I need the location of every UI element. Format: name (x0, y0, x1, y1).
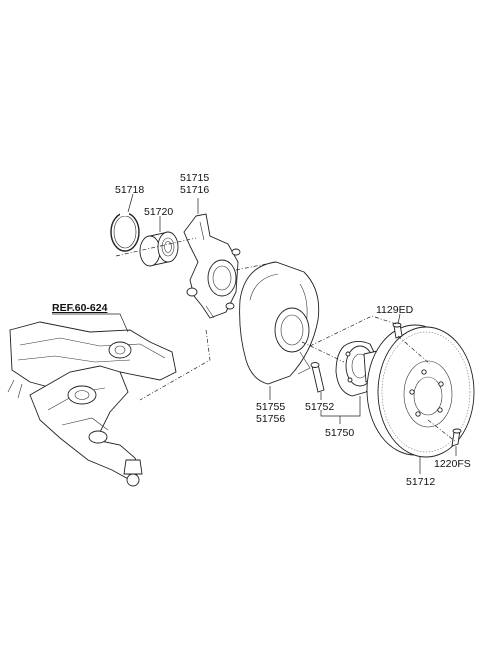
label-51712: 51712 (406, 476, 436, 488)
axis-line (235, 261, 277, 271)
label-51716: 51716 (180, 184, 210, 196)
axis-line (139, 329, 211, 401)
snap-ring (110, 211, 140, 252)
dust-cover (239, 261, 320, 385)
label-ref-60-624: REF.60-624 (52, 302, 108, 314)
label-51750: 51750 (325, 427, 355, 439)
axis-line (397, 335, 431, 365)
wheel-bearing (139, 231, 179, 267)
label-1129ed: 1129ED (376, 304, 414, 316)
label-51718: 51718 (115, 184, 145, 196)
screw-1129ed (392, 322, 403, 339)
label-51755: 51755 (256, 401, 286, 413)
axis-line (301, 341, 345, 363)
ref-leader (52, 313, 129, 333)
hub-bolt (310, 362, 325, 393)
screw-1220fs (451, 428, 462, 447)
steering-knuckle (183, 213, 241, 319)
axis-line (427, 419, 457, 443)
label-1220fs: 1220FS (434, 458, 471, 470)
subframe-assembly (7, 321, 177, 487)
brake-disc (366, 324, 475, 458)
label-51720: 51720 (144, 206, 174, 218)
label-51715: 51715 (180, 172, 210, 184)
label-51756: 51756 (256, 413, 286, 425)
label-51752: 51752 (305, 401, 335, 413)
